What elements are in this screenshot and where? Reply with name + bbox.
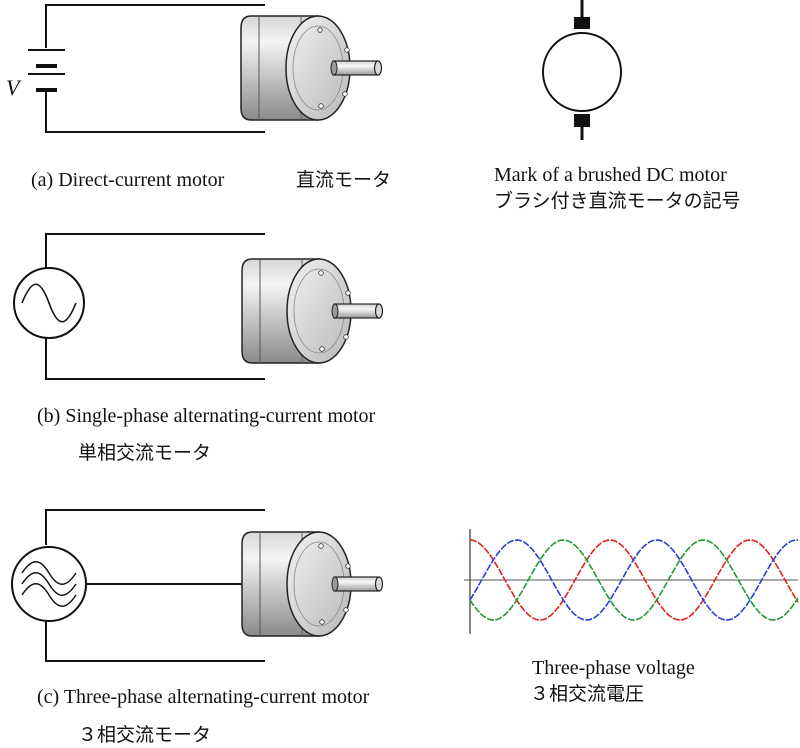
single-phase-motor-circuit (13, 233, 384, 380)
dc-symbol-caption-ja: ブラシ付き直流モータの記号 (494, 190, 741, 212)
dc-motor-icon (240, 15, 383, 121)
brushed-dc-motor-symbol-icon (542, 0, 622, 140)
panel-a-caption-ja: 直流モータ (296, 169, 392, 191)
panel-c-caption-ja: ３相交流モータ (78, 724, 212, 746)
dc-motor-circuit (28, 4, 383, 133)
panel-a-caption: (a) Direct-current motor (31, 169, 225, 191)
phase-3-wave (469, 539, 799, 621)
three-phase-motor-circuit (11, 509, 384, 662)
three-phase-waveform (464, 529, 799, 634)
voltage-label: V (6, 75, 20, 100)
panel-b-caption-ja: 単相交流モータ (78, 442, 212, 464)
three-phase-source-icon (11, 546, 87, 622)
three-phase-caption-ja: ３相交流電圧 (530, 683, 645, 705)
single-phase-motor-icon (241, 258, 384, 364)
three-phase-caption: Three-phase voltage (532, 657, 695, 679)
three-phase-motor-icon (241, 531, 384, 637)
panel-c-caption: (c) Three-phase alternating-current moto… (37, 686, 370, 708)
ac-source-icon (13, 267, 85, 339)
phase-2-wave (469, 539, 799, 621)
battery-icon (28, 49, 65, 92)
dc-symbol-caption: Mark of a brushed DC motor (494, 164, 727, 186)
phase-1-wave (469, 539, 799, 621)
panel-b-caption: (b) Single-phase alternating-current mot… (37, 405, 376, 427)
